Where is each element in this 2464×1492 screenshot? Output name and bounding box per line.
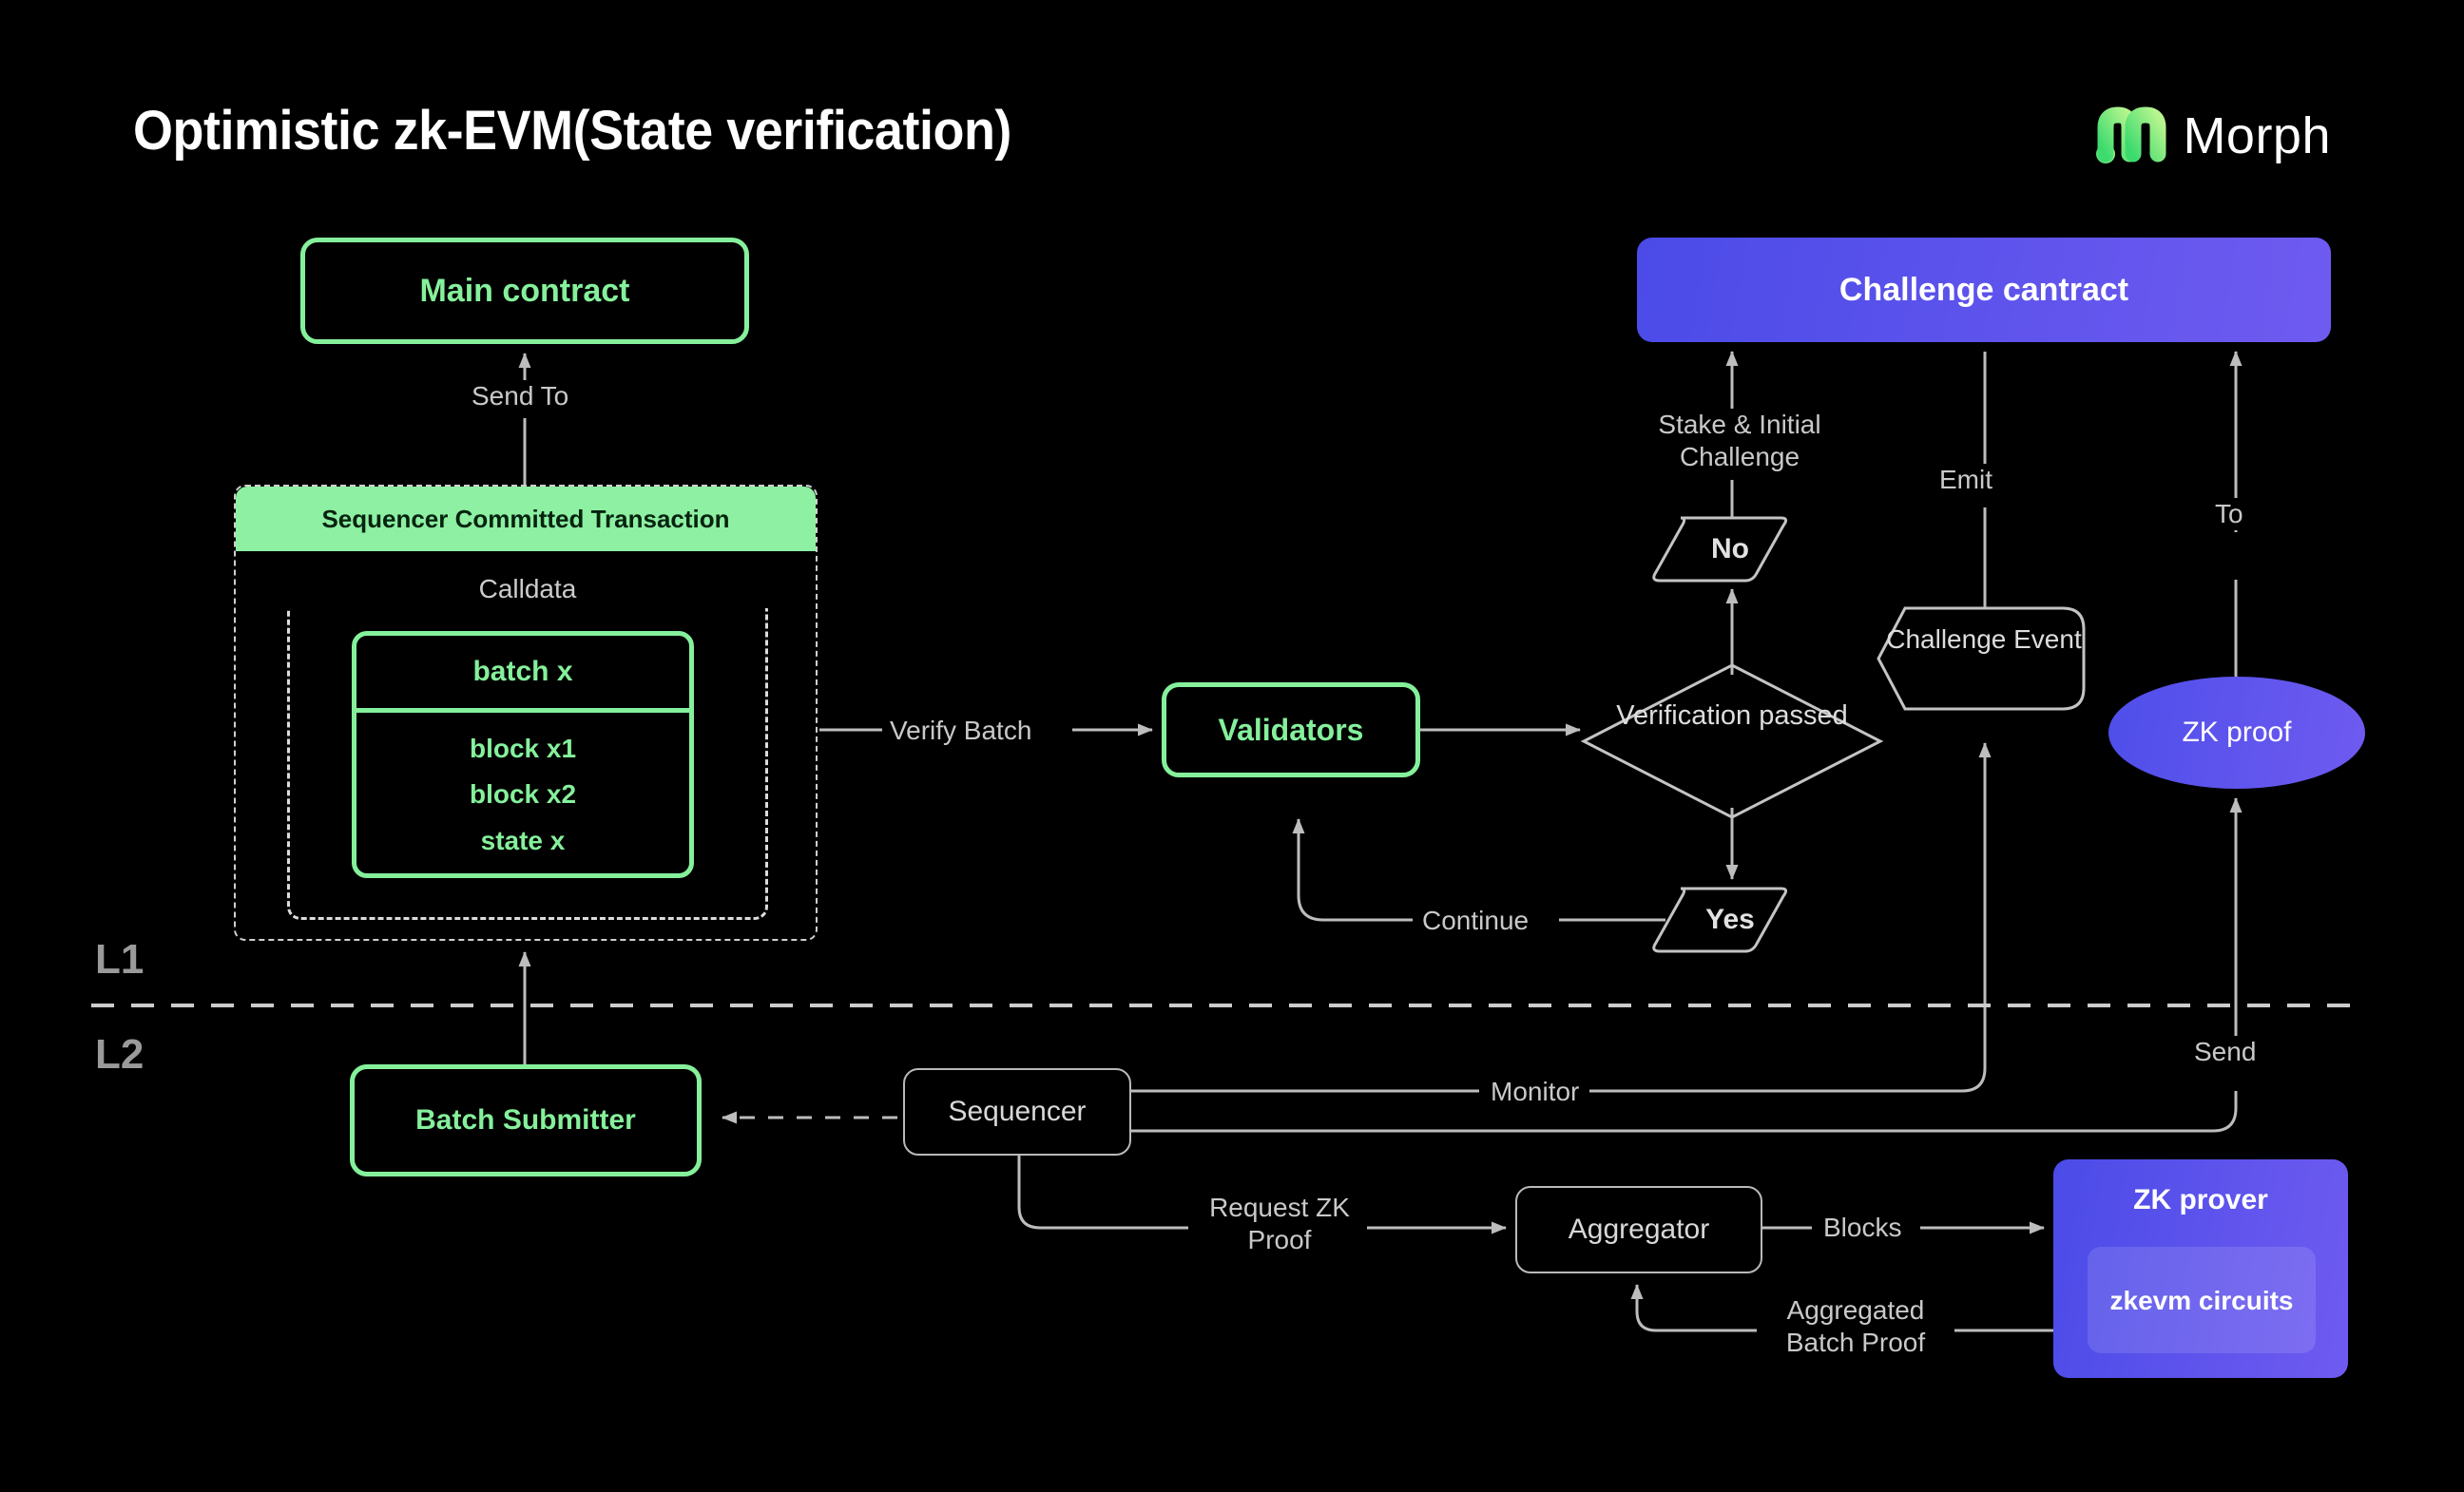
batch-title: batch x: [356, 636, 689, 713]
node-challenge-event: Challenge Event: [1886, 624, 2082, 654]
edge-label-emit: Emit: [1932, 464, 2000, 497]
edge-continue-to-validators: [1292, 818, 1413, 922]
node-batch[interactable]: batch x block x1 block x2 state x: [352, 631, 694, 878]
node-zkevm-circuits: zkevm circuits: [2088, 1247, 2316, 1353]
batch-item: block x1: [469, 733, 577, 763]
edge-abp-to-aggregator: [1630, 1284, 1761, 1332]
node-calldata-label: Calldata: [287, 570, 768, 608]
node-zk-proof[interactable]: ZK proof: [2108, 677, 2365, 789]
batch-item: block x2: [469, 779, 577, 810]
node-aggregator[interactable]: Aggregator: [1515, 1186, 1762, 1273]
edge-label-aggregated-batch-proof: Aggregated Batch Proof: [1757, 1294, 1954, 1360]
page-title: Optimistic zk-EVM(State verification): [133, 100, 1011, 162]
edge-request-zk-left: [1017, 1156, 1188, 1230]
brand-logo: Morph: [2095, 106, 2331, 165]
batch-item-list: block x1 block x2 state x: [356, 713, 689, 873]
edge-label-request-zk-proof: Request ZK Proof: [1192, 1192, 1367, 1257]
layer-label-l2: L2: [95, 1031, 144, 1078]
edge-label-monitor: Monitor: [1483, 1076, 1588, 1109]
morph-logo-icon: [2096, 106, 2166, 163]
edge-label-blocks: Blocks: [1816, 1212, 1910, 1245]
node-batch-submitter[interactable]: Batch Submitter: [350, 1064, 702, 1176]
brand-name: Morph: [2183, 107, 2331, 164]
edge-label-continue: Continue: [1415, 905, 1537, 938]
edge-send-lower: [1131, 1091, 2238, 1133]
batch-item: state x: [480, 825, 566, 855]
node-challenge-contract[interactable]: Challenge cantract: [1637, 238, 2331, 342]
zk-prover-label: ZK prover: [2133, 1184, 2268, 1215]
edge-label-send: Send: [2186, 1036, 2264, 1069]
node-validators[interactable]: Validators: [1162, 682, 1420, 777]
layer-label-l1: L1: [95, 936, 144, 983]
edge-label-verify-batch: Verify Batch: [882, 715, 1040, 748]
verification-diamond-shape: [1580, 663, 1884, 819]
edge-label-send-to: Send To: [464, 380, 577, 413]
node-sequencer-committed-transaction-container: [234, 485, 818, 941]
edge-label-to: To: [2207, 498, 2251, 531]
node-no[interactable]: No: [1711, 533, 1749, 564]
node-sequencer-committed-transaction-label[interactable]: Sequencer Committed Transaction: [236, 487, 816, 551]
edge-label-stake-initial-challenge: Stake & Initial Challenge: [1608, 409, 1871, 474]
node-verification-passed: Verification passed: [1616, 700, 1848, 731]
node-yes[interactable]: Yes: [1705, 904, 1755, 935]
node-main-contract[interactable]: Main contract: [300, 238, 749, 344]
node-sequencer[interactable]: Sequencer: [903, 1068, 1131, 1156]
node-zk-prover[interactable]: ZK prover: [2053, 1159, 2348, 1378]
